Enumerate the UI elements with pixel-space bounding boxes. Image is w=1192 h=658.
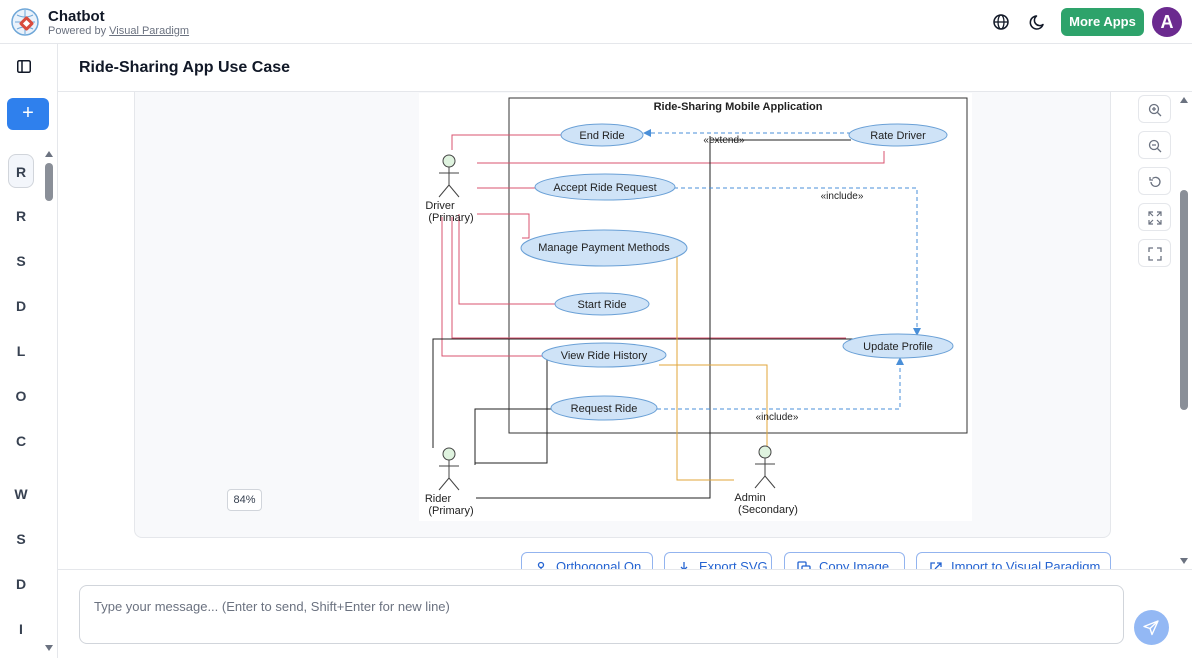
- app-title: Chatbot: [48, 8, 105, 25]
- export-svg-button[interactable]: Export SVG: [664, 552, 772, 569]
- actor-role: (Primary): [428, 505, 473, 517]
- conversation-item[interactable]: C: [15, 433, 27, 449]
- actor-driver[interactable]: [438, 154, 460, 198]
- send-button[interactable]: [1134, 610, 1169, 645]
- zoom-in-icon: [1148, 103, 1162, 117]
- message-box: [79, 585, 1124, 644]
- more-apps-button[interactable]: More Apps: [1061, 8, 1144, 36]
- conversation-item[interactable]: I: [19, 621, 23, 637]
- actor-role: (Secondary): [738, 504, 798, 516]
- actor-rider[interactable]: [438, 447, 460, 491]
- message-input[interactable]: [80, 586, 1123, 643]
- use-case-accept-ride-request[interactable]: Accept Ride Request: [534, 173, 676, 201]
- actor-name: Admin: [734, 492, 765, 504]
- use-case-manage-payment-methods[interactable]: Manage Payment Methods: [520, 229, 688, 267]
- system-name: Ride-Sharing Mobile Application: [654, 101, 823, 113]
- actor-name: Rider: [425, 493, 452, 505]
- use-case-label: Update Profile: [863, 341, 933, 353]
- use-case-rate-driver[interactable]: Rate Driver: [848, 123, 948, 147]
- rider-associations: [432, 136, 864, 499]
- top-bar: Chatbot Powered by Visual Paradigm More …: [0, 0, 1192, 44]
- export-svg-label: Export SVG: [699, 559, 768, 569]
- actor-name: Driver: [425, 200, 455, 212]
- use-case-label: Manage Payment Methods: [538, 242, 670, 254]
- conversation-item[interactable]: D: [15, 576, 27, 592]
- sidebar: + R R S D L O C W S D I: [0, 44, 58, 658]
- use-case-label: Request Ride: [571, 403, 638, 415]
- use-case-label: Start Ride: [578, 299, 627, 311]
- include-label: «include»: [821, 191, 864, 202]
- use-case-label: View Ride History: [561, 350, 648, 362]
- use-case-end-ride[interactable]: End Ride: [560, 123, 644, 147]
- conversation-item[interactable]: S: [16, 531, 26, 547]
- page-title: Ride-Sharing App Use Case: [79, 59, 291, 76]
- conversation-item[interactable]: D: [15, 298, 27, 314]
- use-case-request-ride[interactable]: Request Ride: [550, 395, 658, 421]
- sidebar-toggle-icon[interactable]: [17, 60, 31, 73]
- user-avatar[interactable]: A: [1152, 7, 1182, 37]
- admin-associations: [659, 255, 768, 481]
- conversation-item[interactable]: O: [15, 388, 27, 404]
- reset-icon: [1149, 176, 1161, 187]
- message-composer: [58, 569, 1192, 658]
- conversation-item[interactable]: W: [14, 486, 28, 502]
- system-boundary: [508, 97, 968, 434]
- use-case-start-ride[interactable]: Start Ride: [554, 292, 650, 316]
- zoom-level-badge: 84%: [227, 489, 262, 511]
- diagram-card: Ride-Sharing Mobile Application: [134, 92, 1171, 538]
- external-link-icon: [930, 562, 942, 569]
- fit-view-button[interactable]: [1138, 203, 1171, 231]
- use-case-update-profile[interactable]: Update Profile: [842, 333, 954, 359]
- zoom-out-icon: [1148, 139, 1162, 153]
- driver-associations: [441, 134, 885, 357]
- new-chat-button[interactable]: +: [7, 98, 49, 130]
- use-case-label: Rate Driver: [870, 130, 926, 142]
- chat-content: Ride-Sharing Mobile Application: [58, 92, 1178, 569]
- orthogonal-label: Orthogonal On: [556, 559, 642, 569]
- conversation-item[interactable]: L: [16, 343, 26, 359]
- copy-image-button[interactable]: Copy Image: [784, 552, 905, 569]
- fit-icon: [1148, 211, 1162, 225]
- orthogonal-toggle-button[interactable]: Orthogonal On: [521, 552, 653, 569]
- dependency-relations: [643, 129, 921, 410]
- globe-icon[interactable]: [991, 12, 1011, 32]
- powered-by-prefix: Powered by: [48, 25, 110, 37]
- zoom-out-button[interactable]: [1138, 131, 1171, 159]
- send-icon: [1143, 620, 1159, 636]
- sidebar-scrollbar[interactable]: [45, 151, 53, 651]
- import-visual-paradigm-button[interactable]: Import to Visual Paradigm: [916, 552, 1111, 569]
- actor-admin[interactable]: [754, 445, 776, 489]
- main-scrollbar[interactable]: [1176, 92, 1192, 569]
- use-case-diagram[interactable]: Ride-Sharing Mobile Application: [419, 93, 972, 521]
- powered-by: Powered by Visual Paradigm: [48, 25, 189, 37]
- chat-header: Ride-Sharing App Use Case: [58, 44, 1192, 92]
- copy-image-label: Copy Image: [819, 559, 890, 569]
- conversation-item[interactable]: R: [8, 154, 34, 188]
- copy-icon: [797, 561, 811, 569]
- extend-label: «extend»: [703, 135, 745, 146]
- moon-icon[interactable]: [1028, 12, 1048, 32]
- include-label: «include»: [756, 412, 799, 423]
- actor-role: (Primary): [428, 212, 473, 224]
- chatbot-logo-icon: [11, 8, 39, 36]
- visual-paradigm-link[interactable]: Visual Paradigm: [109, 25, 190, 37]
- use-case-view-ride-history[interactable]: View Ride History: [541, 342, 667, 368]
- import-vp-label: Import to Visual Paradigm: [951, 559, 1101, 569]
- use-case-label: Accept Ride Request: [553, 182, 656, 194]
- reset-view-button[interactable]: [1138, 167, 1171, 195]
- conversation-item[interactable]: S: [16, 253, 26, 269]
- zoom-in-button[interactable]: [1138, 95, 1171, 123]
- fullscreen-icon: [1148, 247, 1162, 261]
- use-case-label: End Ride: [579, 130, 624, 142]
- download-icon: [680, 562, 688, 569]
- conversation-item[interactable]: R: [15, 208, 27, 224]
- route-icon: [537, 561, 545, 569]
- fullscreen-button[interactable]: [1138, 239, 1171, 267]
